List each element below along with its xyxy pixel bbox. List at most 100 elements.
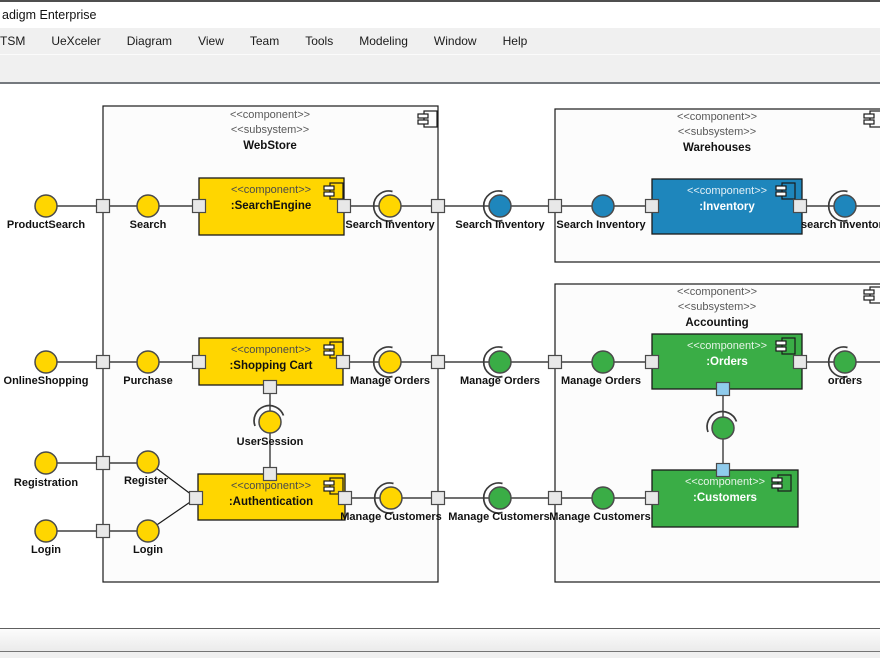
interface-search-inventory-right[interactable]: search inventory bbox=[801, 190, 880, 231]
required-interface-socket bbox=[253, 404, 285, 427]
interface-manage-orders-accounting[interactable]: Manage Orders bbox=[561, 350, 641, 387]
port[interactable] bbox=[792, 354, 808, 370]
provided-interface-ball bbox=[379, 486, 403, 510]
port[interactable] bbox=[547, 354, 563, 370]
interface-manage-orders-webstore[interactable]: Manage Orders bbox=[350, 346, 430, 387]
customers-stereotype: <<component>> bbox=[685, 476, 765, 488]
port[interactable] bbox=[191, 354, 207, 370]
port[interactable] bbox=[430, 490, 446, 506]
interface-label: UserSession bbox=[237, 436, 304, 448]
component-diagram[interactable]: <<component>> <<subsystem>> WebStore <<c… bbox=[0, 84, 880, 628]
port[interactable] bbox=[95, 523, 111, 539]
interface-manage-customers-webstore[interactable]: Manage Customers bbox=[340, 482, 442, 523]
component-customers[interactable]: <<component>> :Customers bbox=[651, 469, 799, 528]
port[interactable] bbox=[188, 490, 204, 506]
interface-label: Registration bbox=[14, 477, 78, 489]
port[interactable] bbox=[430, 354, 446, 370]
port[interactable] bbox=[644, 198, 660, 214]
provided-interface-ball bbox=[136, 519, 160, 543]
interface-manage-customers-middle[interactable]: Manage Customers bbox=[448, 482, 550, 523]
required-interface-socket bbox=[482, 482, 503, 514]
provided-interface-ball bbox=[34, 519, 58, 543]
menu-item-modeling[interactable]: Modeling bbox=[359, 34, 408, 48]
provided-interface-ball bbox=[711, 416, 735, 440]
component-search-engine[interactable]: <<component>> :SearchEngine bbox=[198, 177, 345, 236]
component-inventory[interactable]: <<component>> :Inventory bbox=[651, 178, 803, 235]
interface-user-session[interactable]: UserSession bbox=[237, 404, 304, 448]
accounting-stereotype-component: <<component>> bbox=[677, 286, 757, 298]
interface-online-shopping[interactable]: OnlineShopping bbox=[4, 350, 89, 387]
provided-interface-ball bbox=[591, 486, 615, 510]
toolbar bbox=[0, 55, 880, 84]
interface-manage-orders-middle[interactable]: Manage Orders bbox=[460, 346, 540, 387]
component-authentication[interactable]: <<component>> :Authentication bbox=[197, 473, 346, 521]
interface-login-inner[interactable]: Login bbox=[133, 519, 163, 556]
menu-item-help[interactable]: Help bbox=[502, 34, 528, 48]
status-bar bbox=[0, 628, 880, 652]
interface-orders-right[interactable]: orders bbox=[827, 346, 862, 387]
window-title: adigm Enterprise bbox=[2, 8, 97, 22]
authentication-stereotype: <<component>> bbox=[231, 480, 311, 492]
port[interactable] bbox=[95, 354, 111, 370]
interface-search-inventory-webstore[interactable]: Search Inventory bbox=[345, 190, 436, 231]
interface-label: OnlineShopping bbox=[4, 375, 89, 387]
provided-interface-ball bbox=[136, 350, 160, 374]
interface-label: Search Inventory bbox=[556, 219, 646, 231]
interface-label: Search bbox=[130, 219, 167, 231]
ports bbox=[95, 198, 808, 539]
port[interactable] bbox=[792, 198, 808, 214]
port[interactable] bbox=[95, 455, 111, 471]
port[interactable] bbox=[547, 198, 563, 214]
port[interactable] bbox=[337, 490, 353, 506]
diagram-canvas[interactable]: <<component>> <<subsystem>> WebStore <<c… bbox=[0, 84, 880, 628]
webstore-name: WebStore bbox=[243, 140, 296, 152]
interface-purchase[interactable]: Purchase bbox=[123, 350, 173, 387]
interface-label: Manage Orders bbox=[561, 375, 641, 387]
interface-login-outer[interactable]: Login bbox=[31, 519, 61, 556]
component-shopping-cart[interactable]: <<component>> :Shopping Cart bbox=[198, 337, 344, 386]
orders-stereotype: <<component>> bbox=[687, 340, 767, 352]
port[interactable] bbox=[547, 490, 563, 506]
shopping-cart-stereotype: <<component>> bbox=[231, 344, 311, 356]
port[interactable] bbox=[95, 198, 111, 214]
port-selected[interactable] bbox=[715, 381, 731, 397]
menu-item-view[interactable]: View bbox=[198, 34, 224, 48]
port[interactable] bbox=[430, 198, 446, 214]
required-interface-socket bbox=[372, 346, 393, 378]
port[interactable] bbox=[262, 466, 278, 482]
port[interactable] bbox=[644, 354, 660, 370]
interface-orders-customers-link[interactable] bbox=[706, 410, 738, 440]
interface-search[interactable]: Search bbox=[130, 194, 167, 231]
interface-product-search[interactable]: ProductSearch bbox=[7, 194, 86, 231]
provided-interface-ball bbox=[34, 451, 58, 475]
port[interactable] bbox=[191, 198, 207, 214]
menu-item-tools[interactable]: Tools bbox=[305, 34, 334, 48]
menu-item-uexceler[interactable]: UeXceler bbox=[51, 34, 101, 48]
accounting-name: Accounting bbox=[685, 317, 748, 329]
provided-interface-ball bbox=[488, 486, 512, 510]
interface-label: Manage Customers bbox=[549, 511, 650, 523]
port[interactable] bbox=[335, 354, 351, 370]
provided-interface-ball bbox=[833, 194, 857, 218]
provided-interface-ball bbox=[488, 194, 512, 218]
interface-search-inventory-warehouses[interactable]: Search Inventory bbox=[556, 194, 647, 231]
interface-registration[interactable]: Registration bbox=[14, 451, 78, 489]
required-interface-socket bbox=[372, 190, 393, 222]
port[interactable] bbox=[262, 379, 278, 395]
port[interactable] bbox=[644, 490, 660, 506]
interface-search-inventory-middle[interactable]: Search Inventory bbox=[455, 190, 546, 231]
menu-item-diagram[interactable]: Diagram bbox=[126, 34, 173, 48]
menu-item-window[interactable]: Window bbox=[433, 34, 477, 48]
port[interactable] bbox=[336, 198, 352, 214]
port-selected[interactable] bbox=[715, 462, 731, 478]
component-orders[interactable]: <<component>> :Orders bbox=[651, 333, 803, 390]
interface-label: Register bbox=[124, 475, 169, 487]
interface-manage-customers-accounting[interactable]: Manage Customers bbox=[549, 486, 651, 523]
menu-item-tsm[interactable]: TSM bbox=[0, 34, 26, 48]
menu-item-team[interactable]: Team bbox=[249, 34, 280, 48]
interface-register[interactable]: Register bbox=[124, 450, 169, 487]
provided-interface-ball bbox=[136, 450, 160, 474]
required-interface-socket bbox=[482, 190, 503, 222]
provided-interface-ball bbox=[833, 350, 857, 374]
